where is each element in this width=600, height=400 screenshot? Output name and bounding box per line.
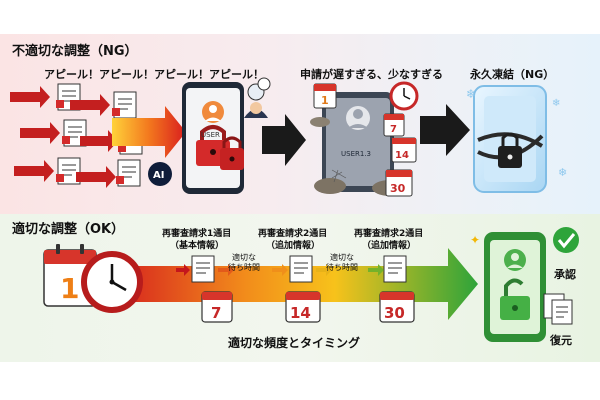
step-doc-1 xyxy=(191,255,215,283)
late-user-label: USER1.3 xyxy=(341,150,371,158)
svg-text:30: 30 xyxy=(390,182,406,195)
ng-black-arrow-2 xyxy=(420,104,470,156)
snowflake-icon-2: ❄ xyxy=(552,98,560,109)
sparkle-icon: ✦ xyxy=(470,233,480,247)
step-doc-3 xyxy=(383,255,407,283)
snowflake-icon-3: ❄ xyxy=(558,166,567,179)
frozen-device: ❄ ❄ ❄ xyxy=(466,85,567,193)
step-arrow-4 xyxy=(316,264,332,276)
step-2-sublabel: （追加情報） xyxy=(266,241,321,251)
late-caption: 申請が遅すぎる、少なすぎる xyxy=(300,68,443,81)
ai-badge: AI xyxy=(148,162,172,186)
frozen-caption: 永久凍結（NG） xyxy=(470,68,555,81)
svg-text:AI: AI xyxy=(153,170,164,181)
step-calendar-7: 7 xyxy=(201,291,233,323)
dusty-device xyxy=(310,92,408,196)
late-calendar-7: 7 xyxy=(383,113,405,137)
svg-text:1: 1 xyxy=(60,272,79,305)
clock-icon xyxy=(81,251,143,313)
step-3-label: 再審査請求2通目 xyxy=(354,229,424,239)
step-arrow-3 xyxy=(272,264,288,276)
step-calendar-14: 14 xyxy=(285,291,321,323)
check-icon xyxy=(553,227,579,253)
ng-flow-arrow xyxy=(112,106,186,158)
late-calendar-1: 1 xyxy=(313,83,337,109)
step-arrow-5 xyxy=(368,264,384,276)
svg-text:1: 1 xyxy=(321,94,329,107)
ok-title: 適切な調整（OK） xyxy=(12,222,125,237)
svg-text:7: 7 xyxy=(211,304,221,322)
approved-label: 承認 xyxy=(554,268,576,281)
wait-sublabel-2: 待ち時間 xyxy=(326,263,358,272)
bottom-caption: 適切な頻度とタイミング xyxy=(228,336,361,350)
locked-device xyxy=(182,82,244,194)
snowflake-icon: ❄ xyxy=(466,87,476,101)
restored-label: 復元 xyxy=(550,334,572,347)
wait-sublabel-1: 待ち時間 xyxy=(228,263,260,272)
restored-docs-icon xyxy=(543,293,573,325)
step-arrow-1 xyxy=(176,264,190,276)
late-calendar-30: 30 xyxy=(385,169,413,197)
device-user-label: USER xyxy=(201,131,220,139)
step-1-label: 再審査請求1通目 xyxy=(162,229,232,239)
svg-text:30: 30 xyxy=(384,304,405,322)
step-3-sublabel: （追加情報） xyxy=(362,241,417,251)
svg-text:14: 14 xyxy=(395,150,409,161)
late-clock-icon xyxy=(389,81,419,111)
step-calendar-30: 30 xyxy=(379,291,415,323)
step-arrow-2 xyxy=(218,264,234,276)
wait-label-2: 適切な xyxy=(330,253,354,262)
ng-title: 不適切な調整（NG） xyxy=(12,44,138,59)
angry-user-icon xyxy=(244,77,271,118)
ng-black-arrow-1 xyxy=(262,114,306,166)
svg-text:7: 7 xyxy=(390,124,397,135)
wait-label-1: 適切な xyxy=(232,253,256,262)
step-1-sublabel: （基本情報） xyxy=(170,241,225,251)
spam-doc-5 xyxy=(14,157,81,185)
step-doc-2 xyxy=(289,255,313,283)
approved-device xyxy=(484,232,546,342)
appeal-text: アピール！アピール！アピール！アピール！ xyxy=(44,68,264,81)
step-2-label: 再審査請求2通目 xyxy=(258,229,328,239)
svg-text:14: 14 xyxy=(290,304,311,322)
spam-doc-6 xyxy=(76,159,141,188)
late-calendar-14: 14 xyxy=(391,137,417,163)
